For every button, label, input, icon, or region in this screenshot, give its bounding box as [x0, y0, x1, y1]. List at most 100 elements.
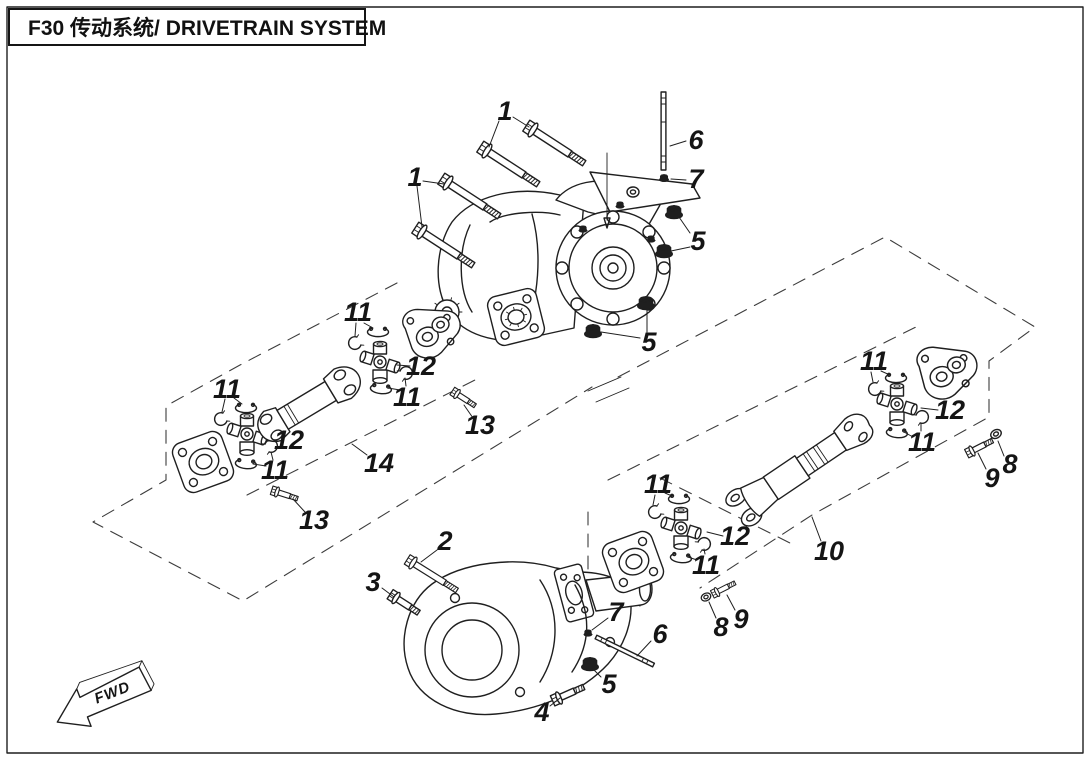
leader-line [592, 668, 602, 678]
bolt-drawing [448, 386, 479, 411]
leader-line [678, 216, 691, 234]
callout-8: 8 [997, 440, 1018, 479]
stud-drawing [660, 91, 667, 171]
callout-5: 5 [600, 308, 657, 357]
callout-11: 11 [644, 469, 673, 506]
callout-11: 11 [903, 422, 936, 457]
leader-line [687, 556, 698, 561]
callout-number: 12 [274, 425, 304, 455]
callout-5: 5 [592, 668, 617, 699]
leader-line [387, 387, 401, 391]
leader-line [664, 492, 673, 497]
bracket-drawing [914, 337, 984, 404]
callout-number: 10 [814, 536, 844, 566]
leader-line [977, 452, 987, 470]
callout-number: 11 [213, 374, 241, 404]
nut-drawing [580, 656, 600, 672]
leader-line [292, 498, 306, 513]
callout-number: 11 [692, 550, 720, 580]
callout-number: 2 [436, 526, 452, 556]
callout-number: 8 [713, 612, 728, 642]
callout-10: 10 [811, 516, 844, 566]
front-gearcase-drawing [431, 152, 701, 347]
callout-11: 11 [860, 346, 891, 383]
callout-number: 1 [407, 162, 422, 192]
callout-number: 7 [608, 597, 625, 627]
leader-line [636, 640, 652, 657]
leader-line [422, 180, 445, 185]
callout-5: 5 [670, 216, 706, 256]
leader-line [549, 697, 561, 707]
fwd-arrow-icon: FWD [56, 660, 155, 727]
circlip-drawing [234, 402, 258, 414]
leader-line [354, 322, 357, 337]
prop-shaft-tube-drawing [725, 413, 874, 527]
rear-prop-shaft-drawing [598, 337, 1004, 604]
circlip-drawing [366, 326, 390, 338]
u-joint-drawing [358, 340, 402, 384]
callout-number: 11 [344, 297, 372, 327]
callout-13: 13 [292, 498, 329, 535]
front-output-flange [486, 287, 546, 347]
leader-line [420, 549, 438, 563]
callout-11: 11 [387, 377, 421, 412]
callout-12: 12 [266, 425, 304, 455]
callout-number: 12 [935, 395, 965, 425]
washer-drawing [699, 590, 713, 604]
callout-9: 9 [726, 594, 749, 634]
leader-line [708, 601, 717, 619]
nut-drawing [636, 295, 656, 311]
callout-number: 12 [406, 351, 436, 381]
callout-number: 7 [688, 164, 705, 194]
callout-11: 11 [344, 297, 374, 337]
leader-line [416, 185, 423, 228]
callout-9: 9 [977, 452, 1000, 493]
bolt-drawing [709, 577, 738, 600]
nut-drawing [658, 174, 670, 183]
callout-number: 11 [261, 455, 289, 485]
leader-line [404, 377, 407, 387]
leader-line [233, 397, 243, 405]
leader-line [706, 531, 724, 537]
nut-drawing [664, 204, 684, 220]
leader-line [351, 443, 368, 456]
center-yoke-drawing [257, 366, 361, 443]
callout-number: 11 [644, 469, 672, 499]
u-joint-drawing [659, 506, 703, 550]
leader-line [363, 322, 374, 329]
callout-number: 9 [733, 604, 748, 634]
circlip-drawing [369, 382, 393, 396]
case-stud-nut [578, 225, 588, 233]
circlip-drawing [669, 551, 693, 565]
page-border [6, 6, 1084, 754]
callout-number: 5 [641, 327, 657, 357]
callout-11: 11 [213, 374, 243, 413]
mounting-plate [589, 171, 701, 213]
leader-line [669, 140, 687, 147]
leader-line [396, 364, 411, 367]
flange-drawing [168, 427, 238, 497]
leader-line [488, 120, 500, 148]
leader-line [903, 431, 914, 438]
nut-drawing [654, 243, 674, 259]
case-stud-nut [615, 201, 625, 209]
callout-6: 6 [669, 125, 704, 155]
callout-number: 11 [860, 346, 888, 376]
stud-drawing [594, 634, 656, 668]
callout-number: 11 [393, 382, 421, 412]
leader-line [670, 178, 687, 181]
leader-line [652, 494, 656, 506]
circlip-drawing [345, 333, 365, 353]
callout-6: 6 [636, 619, 668, 657]
leader-line [870, 371, 874, 383]
callout-1: 1 [488, 96, 530, 148]
callout-1: 1 [407, 162, 445, 228]
callout-number: 6 [688, 125, 704, 155]
leader-line [997, 440, 1005, 457]
bolt-drawing [521, 118, 590, 171]
callout-8: 8 [708, 601, 729, 642]
callout-12: 12 [396, 351, 436, 381]
front-gearcase-hardware [410, 91, 684, 339]
leader-line [670, 246, 691, 252]
leader-line [221, 398, 226, 413]
